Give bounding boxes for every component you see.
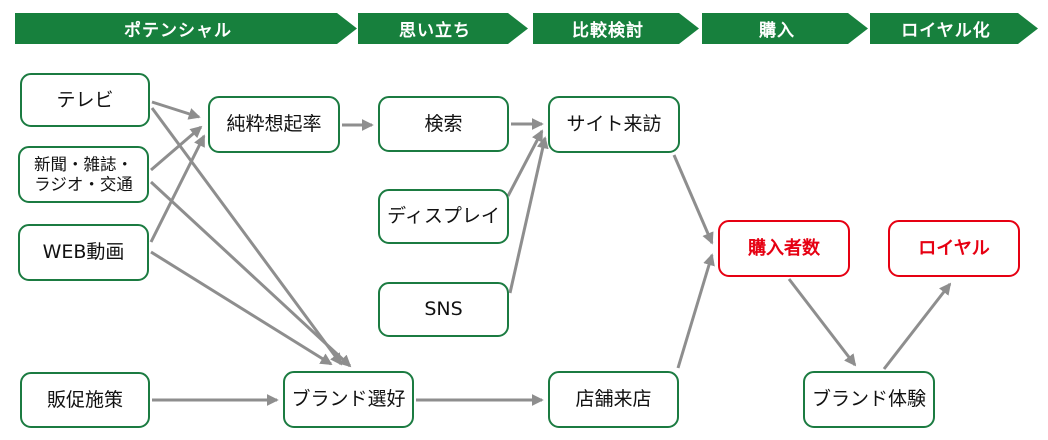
stage-label: ポテンシャル [124,21,232,41]
stage-label: 購入 [759,21,795,41]
node-display-ads: ディスプレイ [378,189,509,244]
stage-banner-potential: ポテンシャル [15,13,357,44]
edge-web-video-to-brand-preference [150,250,333,366]
stage-banner-intent: 思い立ち [358,13,528,44]
edge-purchasers-to-brand-experience [787,278,857,367]
stage-label: 思い立ち [399,21,471,41]
edge-brand-experience-to-loyal [882,282,952,370]
stage-label: ロイヤル化 [901,21,991,41]
edge-print-radio-to-pure-recall-rate [150,125,203,172]
node-brand-experience: ブランド体験 [803,371,935,428]
stage-label: 比較検討 [572,21,644,41]
node-site-visit: サイト来訪 [548,96,680,153]
edge-web-video-to-pure-recall-rate [149,134,206,243]
node-search: 検索 [378,96,509,152]
stage-banner-purchase: 購入 [702,13,868,44]
edge-tv-to-pure-recall-rate [151,100,201,120]
node-web-video: WEB動画 [18,224,149,281]
node-purchasers: 購入者数 [718,220,850,277]
node-loyal: ロイヤル [888,220,1020,277]
node-sns: SNS [378,282,509,337]
edge-print-radio-to-brand-preference [149,180,352,368]
node-print-radio-transit: 新聞・雑誌・ ラジオ・交通 [18,146,149,203]
stage-banner-comparison: 比較検討 [533,13,699,44]
edge-store-visit-to-purchasers [676,253,715,369]
edge-display-ads-to-site-visit [506,129,544,197]
node-store-visit: 店舗来店 [548,371,679,428]
node-brand-preference: ブランド選好 [283,371,414,428]
stage-banner-loyalization: ロイヤル化 [870,13,1038,44]
node-pure-recall-rate: 純粋想起率 [208,96,340,153]
node-sales-promotion: 販促施策 [20,372,150,428]
edge-sns-to-site-visit [508,136,549,294]
node-tv: テレビ [20,73,150,127]
edge-site-visit-to-purchasers [672,154,714,245]
